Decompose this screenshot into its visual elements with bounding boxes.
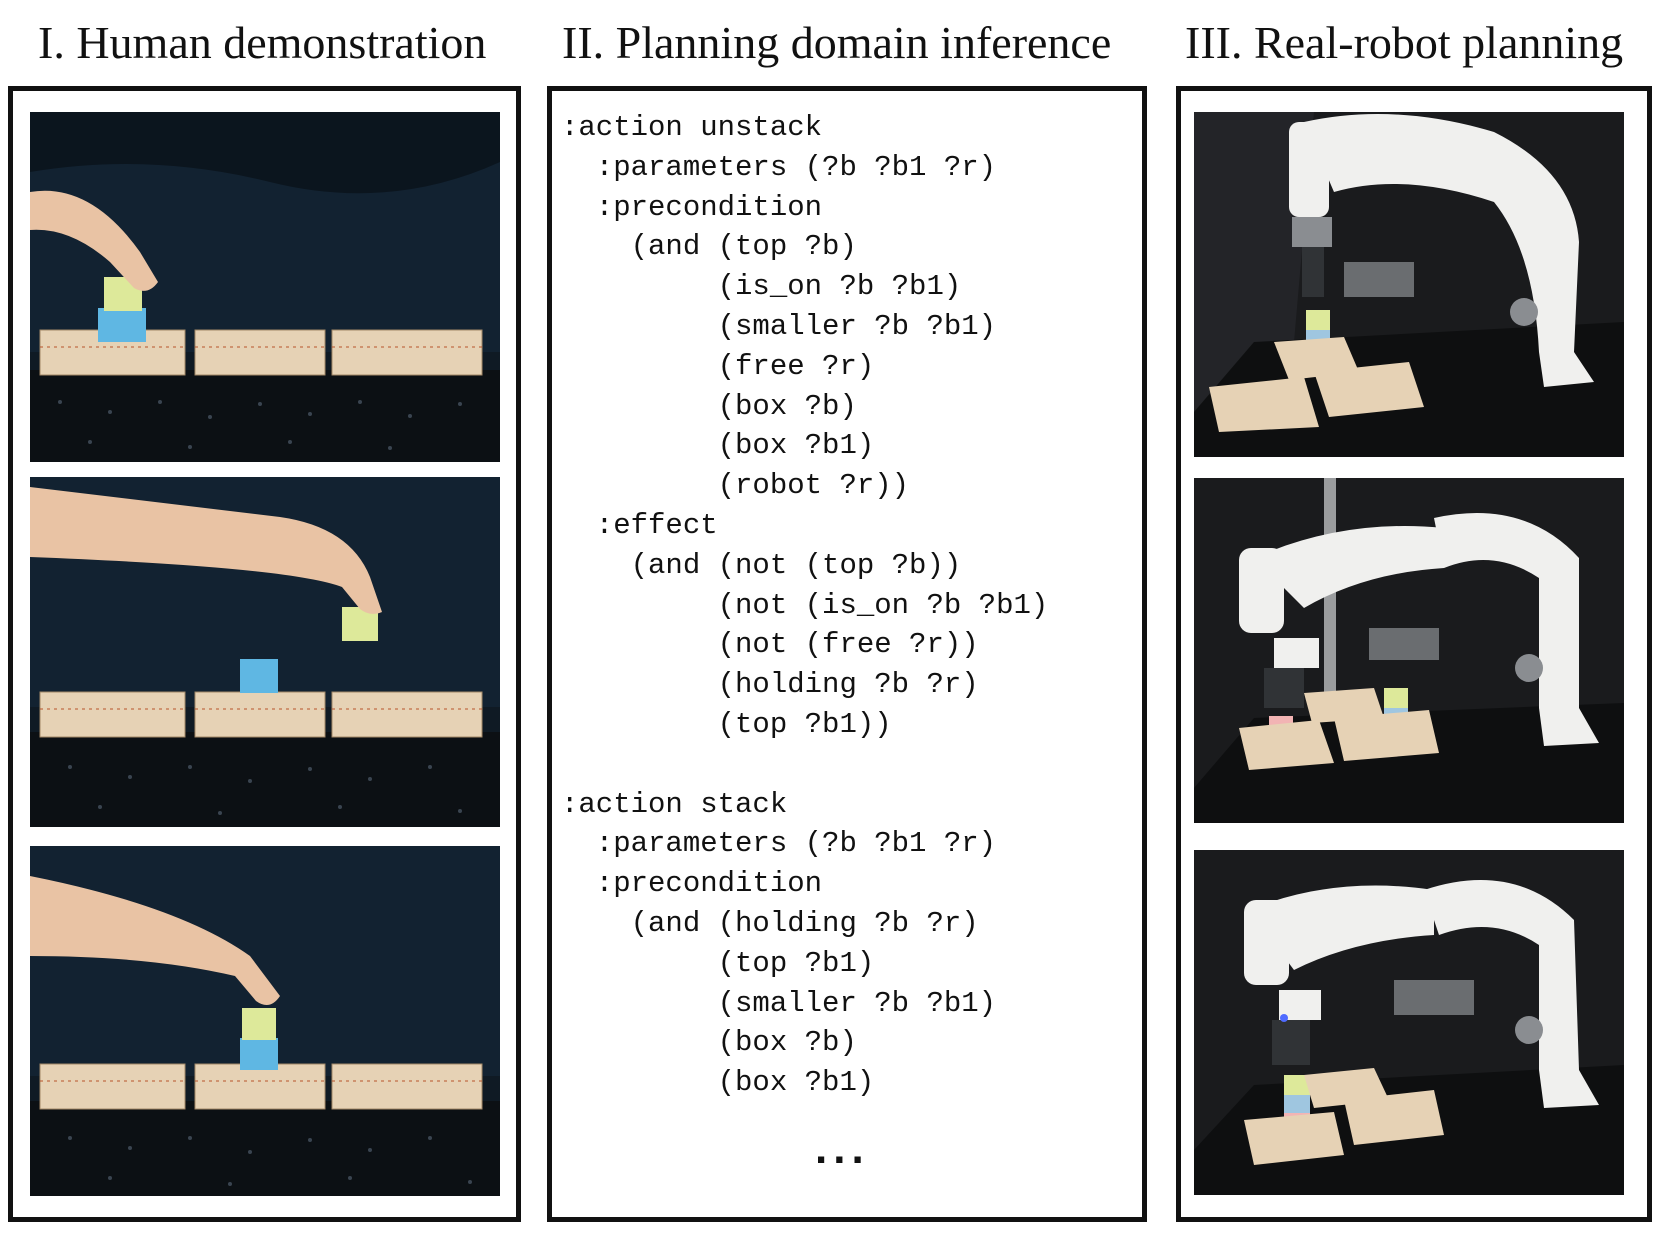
code-line: :precondition (561, 867, 823, 901)
code-line: (smaller ?b ?b1) (561, 986, 997, 1020)
code-line: (robot ?r)) (561, 469, 910, 503)
code-line: (and (top ?b) (561, 230, 857, 264)
demo-photo-hold (30, 477, 500, 827)
code-line: (and (not (top ?b)) (561, 548, 962, 582)
pddl-action-listing: :action unstack :parameters (?b ?b1 ?r) … (561, 108, 1048, 1103)
code-line: (top ?b1)) (561, 707, 892, 741)
code-line: (free ?r) (561, 349, 875, 383)
code-line: (box ?b) (561, 1026, 857, 1060)
demo-photo-stack (30, 846, 500, 1196)
column-title-human-demonstration: I. Human demonstration (38, 17, 487, 68)
code-line: :parameters (?b ?b1 ?r) (561, 827, 997, 861)
code-line: (smaller ?b ?b1) (561, 309, 997, 343)
code-line (561, 745, 1048, 785)
code-line: (not (is_on ?b ?b1) (561, 588, 1049, 622)
code-line: :precondition (561, 190, 823, 224)
robot-photo-stack (1194, 850, 1624, 1195)
code-line: (holding ?b ?r) (561, 668, 979, 702)
code-line: :parameters (?b ?b1 ?r) (561, 150, 997, 184)
code-ellipsis: ... (815, 1124, 870, 1173)
code-line: (not (free ?r)) (561, 628, 979, 662)
code-line: (box ?b) (561, 389, 857, 423)
robot-photo-unstack (1194, 112, 1624, 457)
code-line: (and (holding ?b ?r) (561, 906, 979, 940)
code-line: :action stack (561, 787, 788, 821)
code-line: (top ?b1) (561, 946, 875, 980)
code-line: (box ?b1) (561, 429, 875, 463)
planning-domain-panel (547, 86, 1147, 1222)
code-line: :action unstack (561, 111, 823, 144)
code-line: (box ?b1) (561, 1066, 875, 1100)
code-line: (is_on ?b ?b1) (561, 270, 962, 304)
robot-photo-hold (1194, 478, 1624, 823)
column-title-real-robot-planning: III. Real-robot planning (1185, 17, 1624, 68)
code-line: :effect (561, 508, 718, 542)
column-title-planning-domain-inference: II. Planning domain inference (562, 17, 1112, 68)
demo-photo-unstack (30, 112, 500, 462)
